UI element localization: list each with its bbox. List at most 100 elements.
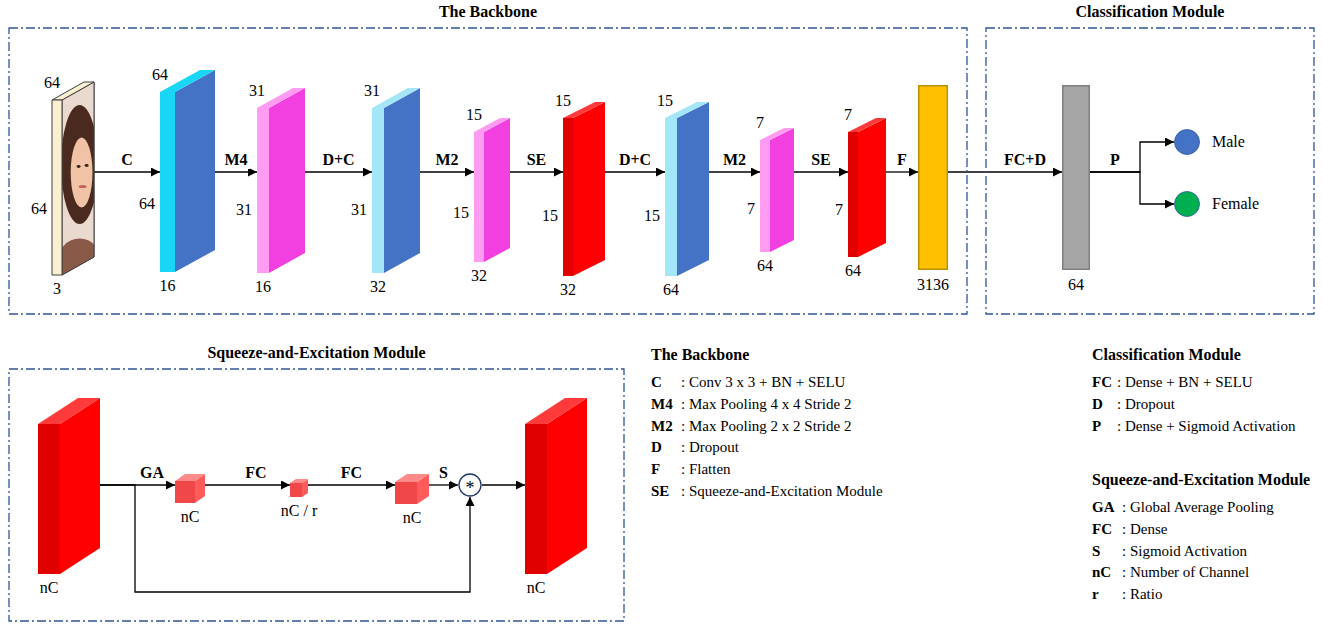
feature-map-block: 313116: [257, 88, 305, 273]
operation-label: M2: [433, 151, 460, 169]
block-top: [525, 398, 587, 424]
multiply-circle: [459, 474, 481, 496]
operator-symbol: *: [466, 479, 475, 497]
connector-arrow: [886, 171, 918, 172]
legend-code: P: [1092, 417, 1101, 435]
block-side: [770, 128, 794, 252]
multiply-node: *: [458, 473, 482, 497]
block-shape: [175, 474, 205, 503]
panel-title: The Backbone: [439, 3, 537, 21]
legend-description: : Number of Channel: [1122, 563, 1249, 581]
input-image-block: 64643: [52, 82, 94, 275]
block-top: [160, 70, 215, 92]
dimension-label: 15: [644, 207, 660, 225]
dimension-label: 64: [1068, 276, 1084, 294]
dimension-label: 7: [747, 200, 755, 218]
block-front: [474, 132, 484, 262]
class-dot: [1175, 130, 1200, 155]
dimension-label: 32: [370, 278, 386, 296]
block-side: [547, 398, 587, 574]
legend-code: FC: [1092, 373, 1112, 391]
block-front: [525, 424, 547, 574]
dimension-label: 3136: [917, 276, 949, 294]
block-top: [760, 128, 794, 140]
operation-label: M2: [721, 151, 748, 169]
class-output-dot: Female: [1174, 191, 1261, 217]
operation-label: FC: [339, 464, 364, 482]
class-dot: [1175, 192, 1200, 217]
dimension-label: 64: [152, 66, 168, 84]
dimension-label: 64: [845, 262, 861, 280]
feature-map-block: 7764: [848, 118, 886, 257]
dimension-label: 7: [844, 106, 852, 124]
dimension-label: 15: [466, 106, 482, 124]
connector-arrow: [420, 171, 474, 172]
legend-description: : Global Average Pooling: [1122, 498, 1274, 516]
legend-description: : Dropout: [681, 438, 739, 456]
block-front: [38, 424, 60, 574]
block-side: [175, 70, 215, 272]
legend-description: : Max Pooling 4 x 4 Stride 2: [681, 395, 851, 413]
operation-label: FC+D: [1002, 151, 1048, 169]
operation-label: S: [437, 464, 450, 482]
legend-code: D: [651, 438, 662, 456]
module-panel: The Backbone6464364641631311631313215153…: [8, 27, 968, 315]
vector-bar: 3136: [918, 85, 948, 270]
block-shape: [525, 398, 587, 574]
connector-arrow: [429, 484, 458, 485]
bar-rect: [919, 86, 948, 270]
feature-map-block: 151532: [563, 102, 605, 276]
block-shape: [474, 118, 510, 262]
dash-dot-border: [9, 28, 967, 314]
dimension-label: 31: [351, 201, 367, 219]
block-front: [372, 108, 384, 273]
feature-map-block: 151564: [665, 102, 709, 276]
connector-arrow: [205, 484, 290, 485]
block-shape: [848, 118, 886, 257]
dimension-label: 15: [657, 92, 673, 110]
operation-label: M4: [222, 151, 249, 169]
block-front: [257, 108, 269, 273]
legend-code: M2: [651, 417, 673, 435]
operation-label: F: [895, 151, 909, 169]
connector-arrow: [308, 484, 395, 485]
block-shape: [38, 398, 100, 574]
legend-description: : Sigmoid Activation: [1122, 542, 1247, 560]
operation-label: D+C: [617, 151, 653, 169]
bar-rect: [1063, 86, 1090, 270]
feature-map-block: nC: [175, 474, 205, 503]
class-label: Female: [1212, 195, 1259, 213]
legend-heading: Squeeze-and-Excitation Module: [1092, 471, 1310, 489]
face-photo: [57, 82, 102, 288]
legend-description: : Dense + BN + SELU: [1117, 373, 1253, 391]
dimension-label: 16: [255, 278, 271, 296]
block-side: [484, 118, 510, 262]
connector-arrow: [794, 171, 848, 172]
dimension-label: 15: [453, 204, 469, 222]
block-front: [848, 132, 858, 257]
feature-map-block: nC: [525, 398, 587, 574]
legend-code: SE: [651, 482, 669, 500]
bar-shape: [918, 85, 948, 270]
dimension-label: 64: [663, 281, 679, 299]
legend-code: F: [651, 460, 660, 478]
legend-description: : Dense: [1122, 520, 1167, 538]
dimension-label: 7: [756, 114, 764, 132]
feature-map-block: nC: [38, 398, 100, 574]
block-top: [290, 479, 308, 483]
panel-title: Squeeze-and-Excitation Module: [207, 344, 425, 362]
block-side: [384, 88, 420, 273]
dimension-label: 3: [53, 280, 61, 298]
block-top: [848, 118, 886, 132]
legend-description: : Dense + Sigmoid Activation: [1117, 417, 1295, 435]
block-shape: [372, 88, 420, 273]
legend-heading: Classification Module: [1092, 346, 1241, 364]
dimension-label: 31: [364, 82, 380, 100]
operation-label: P: [1108, 151, 1122, 169]
module-panel: Squeeze-and-Excitation ModulenCnCnC / rn…: [8, 368, 625, 622]
legend-heading: The Backbone: [651, 346, 749, 364]
connector-arrow: [948, 171, 1062, 172]
legend-description: : Max Pooling 2 x 2 Stride 2: [681, 417, 851, 435]
module-panel: Classification Module64MaleFemale: [985, 27, 1315, 315]
dimension-label: 31: [236, 201, 252, 219]
